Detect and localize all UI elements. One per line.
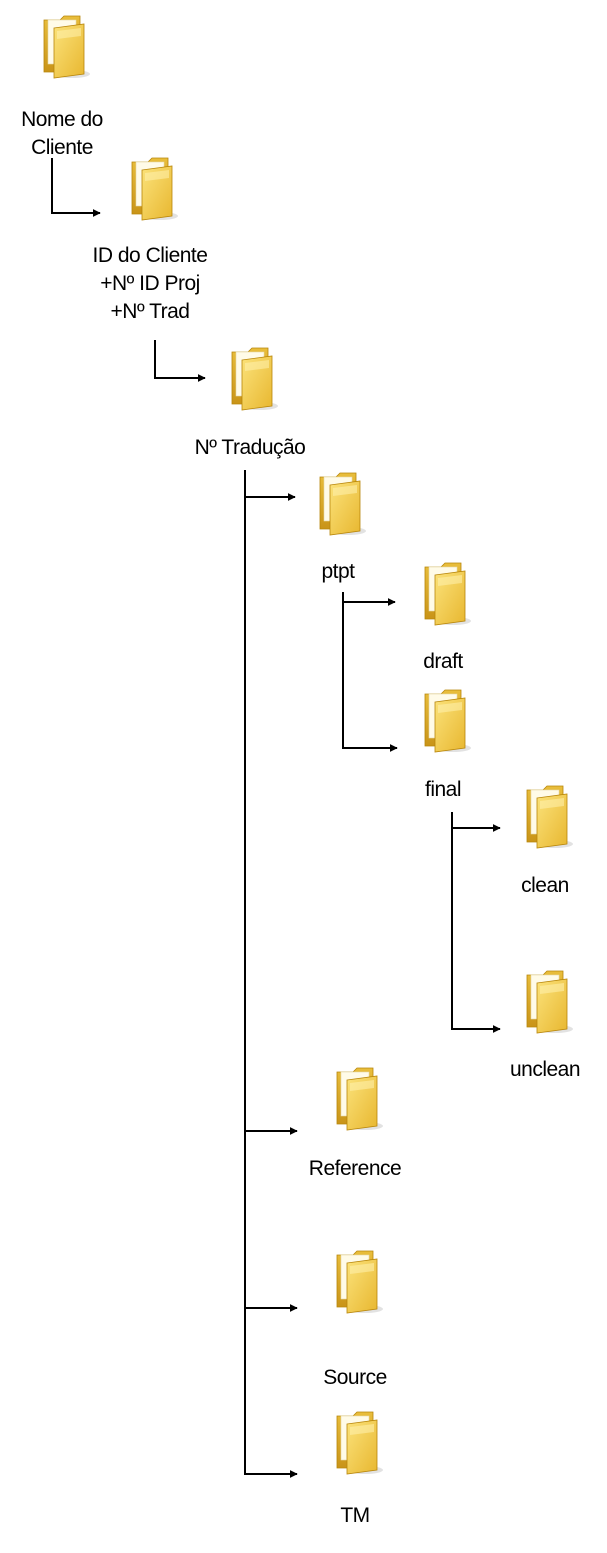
folder-icon bbox=[231, 347, 278, 411]
folder-label-nome-do-cliente-line-2: Cliente bbox=[31, 136, 93, 159]
folder-node-reference[interactable]: Reference bbox=[309, 1067, 402, 1180]
connector-n-traducao-to-tm bbox=[244, 1308, 298, 1478]
folder-icon bbox=[336, 1067, 383, 1131]
folder-label-clean: clean bbox=[521, 874, 569, 897]
folder-label-final: final bbox=[425, 778, 461, 801]
connector-final-to-clean bbox=[451, 812, 501, 832]
connector-nome-do-cliente-to-id-do-cliente bbox=[51, 158, 101, 217]
folder-node-clean[interactable]: clean bbox=[521, 785, 573, 897]
folder-node-draft[interactable]: draft bbox=[423, 562, 471, 673]
connector-n-traducao-to-ptpt bbox=[244, 470, 296, 501]
folder-node-source[interactable]: Source bbox=[323, 1250, 387, 1389]
folder-icon bbox=[319, 472, 366, 536]
connector-n-traducao-to-reference bbox=[244, 497, 298, 1135]
folder-icon bbox=[43, 15, 90, 79]
folder-icon bbox=[526, 785, 573, 849]
connector-n-traducao-to-source bbox=[244, 1131, 298, 1312]
connector-final-to-unclean bbox=[451, 828, 501, 1033]
folder-label-ptpt: ptpt bbox=[321, 560, 355, 583]
connector-id-do-cliente-to-n-traducao bbox=[154, 340, 206, 382]
folder-icon bbox=[424, 562, 471, 626]
folder-node-ptpt[interactable]: ptpt bbox=[319, 472, 366, 583]
folder-icon bbox=[526, 970, 573, 1034]
folder-label-id-do-cliente-line-2: +Nº ID Proj bbox=[100, 272, 200, 295]
folder-label-n-traducao: Nº Tradução bbox=[195, 436, 306, 459]
folder-icon bbox=[336, 1250, 383, 1314]
folder-node-final[interactable]: final bbox=[424, 689, 471, 801]
folder-node-id-do-cliente[interactable]: ID do Cliente +Nº ID Proj +Nº Trad bbox=[93, 157, 208, 323]
folder-node-nome-do-cliente[interactable]: Nome do Cliente bbox=[21, 15, 103, 159]
folder-node-tm[interactable]: TM bbox=[336, 1411, 383, 1527]
connector-ptpt-to-final bbox=[342, 602, 398, 752]
folder-label-unclean: unclean bbox=[510, 1058, 580, 1081]
folder-node-unclean[interactable]: unclean bbox=[510, 970, 581, 1081]
folder-label-source: Source bbox=[323, 1366, 387, 1389]
folder-label-id-do-cliente-line-1: ID do Cliente bbox=[93, 244, 208, 267]
folder-label-draft: draft bbox=[423, 650, 463, 673]
folder-icon bbox=[131, 157, 178, 221]
folder-label-tm: TM bbox=[340, 1504, 369, 1527]
folder-label-reference: Reference bbox=[309, 1157, 401, 1180]
folder-node-n-traducao[interactable]: Nº Tradução bbox=[195, 347, 306, 459]
folder-label-id-do-cliente-line-3: +Nº Trad bbox=[111, 300, 190, 323]
folder-icon bbox=[336, 1411, 383, 1475]
folder-label-nome-do-cliente-line-1: Nome do bbox=[21, 108, 103, 131]
connector-ptpt-to-draft bbox=[342, 592, 396, 606]
folder-icon bbox=[424, 689, 471, 753]
